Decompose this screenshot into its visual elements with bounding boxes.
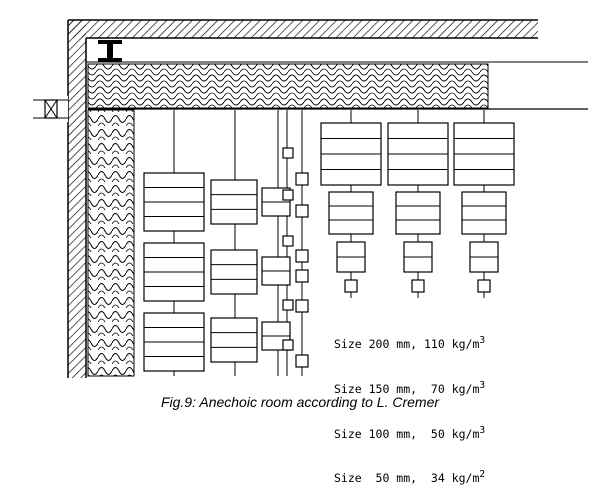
legend-row: Size 50 mm, 34 kg/m2 bbox=[334, 469, 486, 486]
ceiling-absorber-layer bbox=[87, 63, 489, 109]
i-beam-icon bbox=[98, 40, 122, 62]
wall-top bbox=[68, 19, 538, 39]
boxed-x-anchor-icon bbox=[33, 96, 68, 122]
absorber-block bbox=[282, 339, 294, 351]
absorber-block bbox=[282, 235, 294, 247]
absorber-block bbox=[295, 172, 309, 186]
wall-left bbox=[67, 20, 87, 378]
absorber-block bbox=[295, 249, 309, 263]
absorber-block bbox=[210, 317, 258, 363]
absorber-block bbox=[395, 191, 441, 235]
absorber-block bbox=[210, 249, 258, 295]
absorber-block bbox=[344, 279, 358, 293]
absorber-block bbox=[328, 191, 374, 235]
absorber-block bbox=[295, 204, 309, 218]
absorber-block bbox=[461, 191, 507, 235]
legend-row: Size 100 mm, 50 kg/m3 bbox=[334, 424, 486, 441]
hanging-absorbers bbox=[143, 110, 515, 376]
wall-absorber-layer bbox=[87, 109, 135, 377]
absorber-block bbox=[282, 299, 294, 311]
figure-caption: Fig.9: Anechoic room according to L. Cre… bbox=[160, 394, 440, 410]
anechoic-room-diagram bbox=[33, 19, 588, 378]
absorber-block bbox=[295, 354, 309, 368]
absorber-block bbox=[282, 189, 294, 201]
absorber-block bbox=[210, 179, 258, 225]
absorber-block bbox=[477, 279, 491, 293]
absorber-block bbox=[295, 299, 309, 313]
legend-row: Size 150 mm, 70 kg/m3 bbox=[334, 379, 486, 396]
absorber-block bbox=[411, 279, 425, 293]
legend-row: Size 200 mm, 110 kg/m3 bbox=[334, 335, 486, 351]
absorber-block bbox=[282, 147, 294, 159]
absorber-block bbox=[295, 269, 309, 283]
